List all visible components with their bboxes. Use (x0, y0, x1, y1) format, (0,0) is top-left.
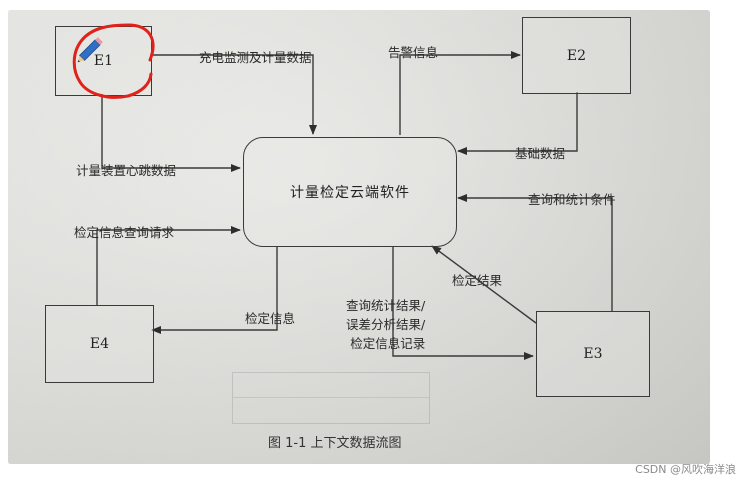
entity-e1-label: E1 (93, 53, 114, 69)
label-heartbeat: 计量装置心跳数据 (76, 163, 177, 178)
entity-e2: E2 (522, 17, 631, 94)
flow-verify-result (431, 245, 537, 324)
flow-basic (457, 92, 578, 155)
watermark: CSDN @风吹海洋浪 (635, 463, 736, 476)
label-query-cond: 查询和统计条件 (528, 192, 616, 207)
pencil-icon (77, 37, 103, 63)
entity-e3-label: E3 (583, 346, 603, 362)
flow-query-cond (457, 194, 613, 311)
process-cloud-software: 计量检定云端软件 (243, 137, 457, 247)
flow-heartbeat (101, 94, 241, 172)
photo-background (8, 10, 710, 464)
flow-stats-result (392, 247, 534, 360)
red-circle-annotation (72, 23, 155, 99)
entity-e4: E4 (45, 305, 154, 383)
process-label: 计量检定云端软件 (290, 185, 410, 201)
entity-e3: E3 (536, 311, 650, 397)
label-verify-info: 检定信息 (245, 311, 296, 326)
flow-verify-info (151, 247, 278, 334)
entity-e1: E1 (55, 26, 152, 96)
figure-caption: 图 1-1 上下文数据流图 (268, 436, 402, 451)
page-tint (8, 10, 710, 464)
entity-e4-label: E4 (89, 336, 110, 352)
label-basic: 基础数据 (515, 146, 566, 161)
entity-e2-label: E2 (566, 47, 587, 64)
flow-alarm (399, 51, 521, 135)
label-stats-result: 查询统计结果/ 误差分析结果/ 检定信息记录 (346, 298, 426, 351)
flow-charging (150, 54, 317, 135)
faint-table-ghost (232, 372, 430, 424)
flow-verify-query (96, 226, 241, 305)
label-charging: 充电监测及计量数据 (199, 50, 312, 65)
label-alarm: 告警信息 (388, 45, 439, 60)
label-verify-query: 检定信息查询请求 (74, 225, 175, 240)
label-verify-result: 检定结果 (452, 273, 503, 288)
